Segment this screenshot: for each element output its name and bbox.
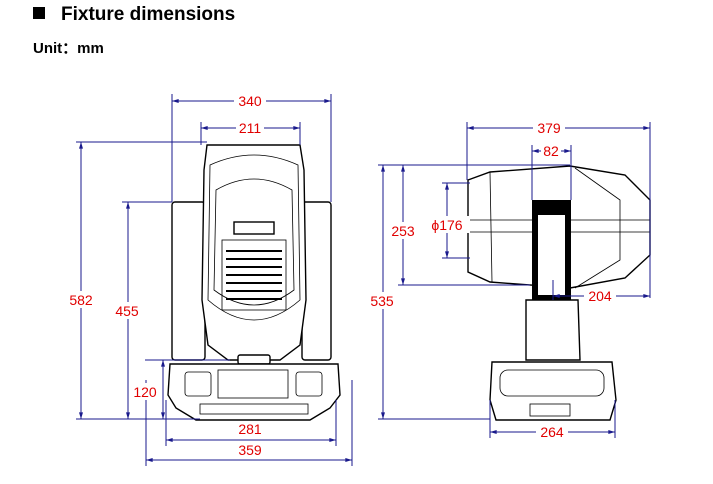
front-view-dimensions: 340 211 582 455 120 281 359 bbox=[64, 92, 353, 466]
dim-base-outer: 359 bbox=[238, 442, 262, 458]
section-title-text: Fixture dimensions bbox=[61, 4, 236, 25]
dim-width-total: 340 bbox=[238, 93, 262, 109]
unit-label: Unit：mm bbox=[33, 40, 104, 57]
dim-base-inner: 281 bbox=[238, 421, 262, 437]
dim-height-total-side: 535 bbox=[370, 293, 394, 309]
dim-width-head: 211 bbox=[239, 120, 262, 136]
section-title: Fixture dimensions bbox=[33, 4, 235, 26]
front-view-fixture bbox=[167, 144, 341, 421]
dim-yoke-width: 82 bbox=[543, 143, 559, 159]
dim-rear-depth: 204 bbox=[588, 288, 612, 304]
dim-height-total: 582 bbox=[69, 292, 93, 308]
dim-head-height: 253 bbox=[391, 223, 415, 239]
side-view-fixture bbox=[467, 165, 651, 421]
dim-height-arm: 455 bbox=[115, 303, 139, 319]
dim-height-base: 120 bbox=[133, 384, 157, 400]
side-view-dimensions: 379 82 535 253 ϕ176 204 264 bbox=[366, 119, 651, 440]
dim-lens-diameter: ϕ176 bbox=[431, 217, 462, 233]
square-bullet-icon bbox=[33, 7, 45, 19]
dim-base-depth: 264 bbox=[540, 424, 564, 440]
dim-depth-total: 379 bbox=[537, 120, 561, 136]
